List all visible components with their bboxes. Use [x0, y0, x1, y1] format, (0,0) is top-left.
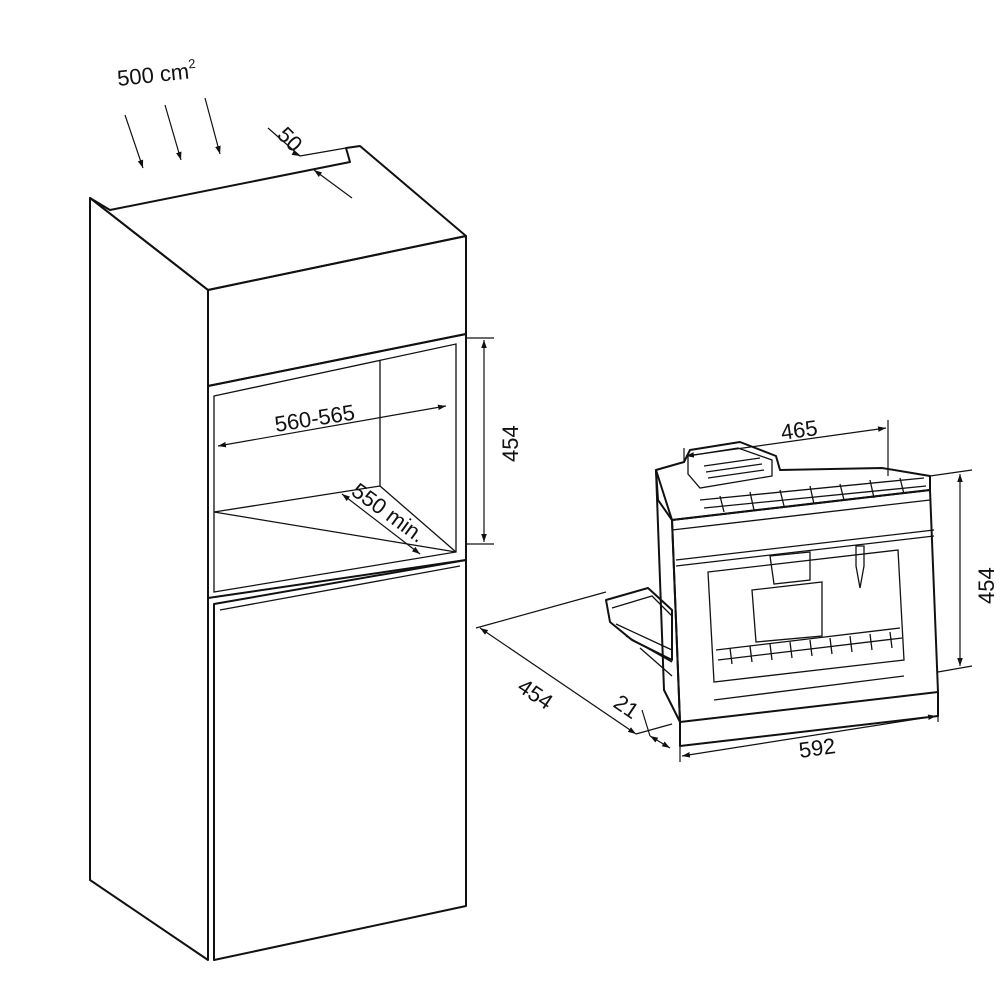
ventilation-label: 500 cm2	[116, 56, 198, 91]
appliance-top-width-label: 465	[779, 415, 819, 445]
airflow-arrow-2	[164, 104, 182, 161]
appliance-width-dimension	[679, 700, 939, 762]
niche-depth-label: 550 min.	[347, 478, 430, 548]
appliance-depth-dimension	[475, 591, 637, 735]
front-offset-dimension	[635, 709, 673, 749]
niche-width-label: 560-565	[273, 400, 357, 437]
gap-top-label: 50	[272, 122, 307, 157]
niche-height-label: 454	[498, 425, 523, 462]
appliance-height-label: 454	[974, 567, 999, 604]
niche-height-dimension	[466, 337, 494, 545]
tall-cabinet	[89, 145, 467, 961]
coffee-machine	[605, 441, 939, 747]
airflow-arrow-1	[124, 114, 144, 169]
airflow-arrow-3	[204, 97, 221, 155]
appliance-top-width-dimension	[683, 420, 889, 476]
appliance-width-label: 592	[797, 733, 837, 763]
gap-top-dimension	[267, 127, 353, 199]
niche-width-line	[217, 404, 447, 448]
appliance-depth-label: 454	[513, 673, 557, 714]
ventilation-arrows	[124, 97, 221, 169]
appliance-height-dimension	[929, 469, 973, 673]
niche-depth-line	[341, 493, 421, 555]
